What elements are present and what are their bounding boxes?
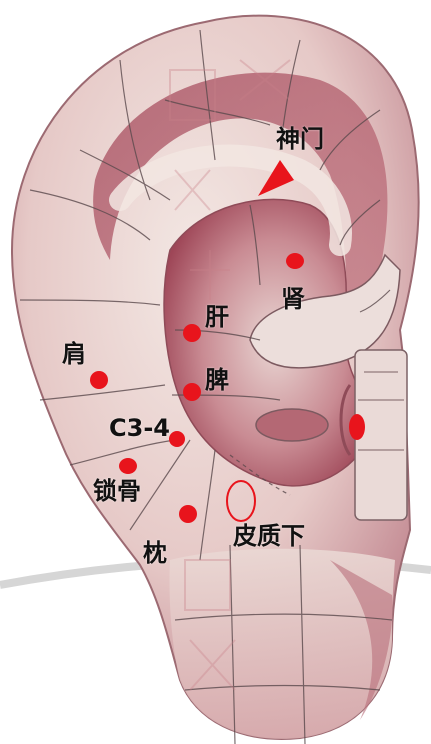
label-shenmen: 神门 bbox=[276, 125, 324, 153]
jian-point bbox=[90, 371, 108, 389]
label-zhen: 枕 bbox=[143, 539, 167, 567]
tragus-notch bbox=[339, 384, 352, 456]
lobe-shadow bbox=[330, 560, 393, 720]
earlobe bbox=[169, 548, 395, 739]
tragus-point bbox=[349, 414, 365, 440]
pizhixia-ring bbox=[226, 480, 256, 522]
label-c34: C3-4 bbox=[109, 414, 170, 442]
helix-crus bbox=[249, 253, 401, 369]
label-shen: 肾 bbox=[281, 285, 305, 313]
gan-point bbox=[183, 324, 201, 342]
c34-point bbox=[169, 431, 185, 447]
shenmen-triangle bbox=[258, 160, 294, 196]
label-suogu: 锁骨 bbox=[93, 477, 141, 505]
watermark bbox=[169, 59, 291, 691]
shen-point bbox=[286, 253, 304, 269]
label-pi: 脾 bbox=[205, 366, 229, 394]
zone-grid bbox=[19, 29, 393, 744]
label-gan: 肝 bbox=[205, 303, 229, 331]
label-jian: 肩 bbox=[62, 340, 86, 368]
zhen-point bbox=[179, 505, 197, 523]
intertragic-notch bbox=[255, 408, 329, 442]
suogu-point bbox=[119, 458, 137, 474]
pi-point bbox=[183, 383, 201, 401]
scapha bbox=[93, 72, 388, 353]
label-pizhixia: 皮质下 bbox=[233, 522, 305, 550]
